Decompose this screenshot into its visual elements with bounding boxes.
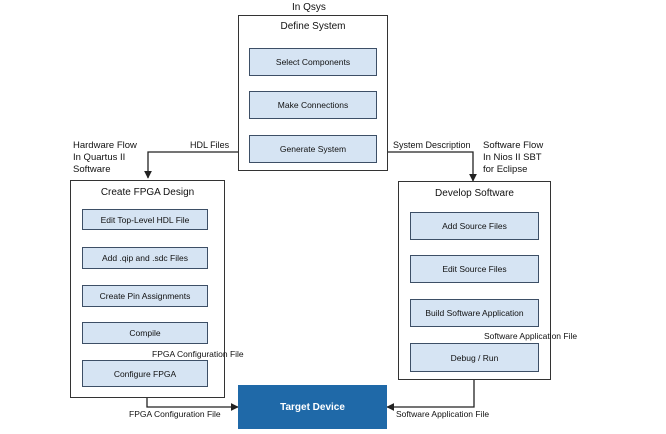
arrow-hdl-files bbox=[144, 151, 248, 179]
step-build-software-application: Build Software Application bbox=[410, 299, 539, 327]
step-generate-system: Generate System bbox=[249, 135, 377, 163]
arrow-system-description bbox=[378, 151, 477, 182]
hardware-flow-label-2: In Quartus II bbox=[73, 152, 126, 163]
step-select-components: Select Components bbox=[249, 48, 377, 76]
hdl-files-label: HDL Files bbox=[190, 140, 230, 150]
develop-software-title: Develop Software bbox=[435, 188, 514, 199]
define-system-title: Define System bbox=[280, 21, 346, 32]
step-debug-run: Debug / Run bbox=[410, 343, 539, 372]
sw-app-file-outer-label: Software Application File bbox=[396, 409, 490, 419]
step-edit-top-level-hdl: Edit Top-Level HDL File bbox=[82, 209, 208, 230]
hardware-flow-label-3: Software bbox=[73, 164, 111, 175]
step-add-qip-sdc: Add .qip and .sdc Files bbox=[82, 247, 208, 269]
step-make-connections: Make Connections bbox=[249, 91, 377, 119]
fpga-config-file-outer-label: FPGA Configuration File bbox=[129, 409, 221, 419]
hardware-flow-label-1: Hardware Flow bbox=[73, 140, 137, 151]
header-label: In Qsys bbox=[292, 2, 326, 13]
software-flow-label-2: In Nios II SBT bbox=[483, 152, 542, 163]
step-add-source-files: Add Source Files bbox=[410, 212, 539, 240]
software-flow-label-3: for Eclipse bbox=[483, 164, 528, 175]
software-flow-label-1: Software Flow bbox=[483, 140, 544, 151]
step-configure-fpga: Configure FPGA bbox=[82, 360, 208, 387]
step-create-pin-assignments: Create Pin Assignments bbox=[82, 285, 208, 307]
target-device: Target Device bbox=[238, 385, 387, 429]
system-description-label: System Description bbox=[393, 140, 471, 150]
fpga-config-file-inner-label: FPGA Configuration File bbox=[152, 349, 244, 359]
sw-app-file-inner-label: Software Application File bbox=[484, 331, 578, 341]
create-fpga-design-title: Create FPGA Design bbox=[100, 187, 195, 198]
step-compile: Compile bbox=[82, 322, 208, 344]
arrow-sw-to-target bbox=[386, 372, 475, 411]
step-edit-source-files: Edit Source Files bbox=[410, 255, 539, 283]
